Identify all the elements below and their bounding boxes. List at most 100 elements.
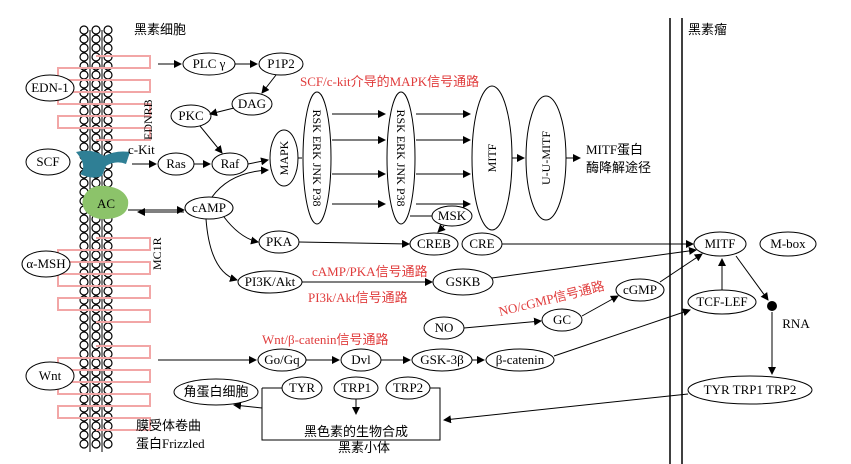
membrane-lipid-head	[103, 178, 113, 188]
svg-text:U-U-MITF: U-U-MITF	[539, 131, 553, 185]
arrow-pkc-raf	[199, 125, 223, 154]
svg-text:cGMP: cGMP	[623, 282, 657, 297]
mc1r-label: MC1R	[150, 237, 164, 270]
membrane-lipid-head	[91, 79, 101, 89]
node-tyr-trp1-trp2: TYR TRP1 TRP2	[687, 375, 813, 405]
membrane-lipid-head	[91, 331, 101, 341]
svg-text:PI3K/Akt: PI3K/Akt	[245, 274, 296, 289]
membrane-lipid-head	[103, 385, 113, 395]
svg-text:TRP1: TRP1	[341, 380, 371, 395]
node-rna: RNA	[767, 301, 810, 331]
svg-text:SCF: SCF	[36, 154, 59, 169]
node-trp2: TRP2	[385, 376, 431, 400]
membrane-lipid-head	[91, 142, 101, 152]
membrane-lipid-head	[91, 313, 101, 323]
svg-text:β-catenin: β-catenin	[496, 352, 545, 367]
melanosome-box	[261, 387, 441, 441]
membrane-lipid-head	[79, 34, 89, 44]
membrane-lipid-head	[79, 52, 89, 62]
svg-text:PKC: PKC	[178, 108, 203, 123]
membrane-lipid-head	[79, 430, 89, 440]
arrow-no-gc	[463, 317, 542, 329]
ac-enzyme: AC	[82, 185, 129, 220]
membrane-lipid-head	[103, 169, 113, 179]
svg-text:GC: GC	[553, 312, 571, 327]
membrane-lipid-head	[103, 430, 113, 440]
membrane-lipid-head	[103, 79, 113, 89]
membrane-lipid-head	[91, 358, 101, 368]
membrane-lipid-head	[79, 70, 89, 80]
node-mapk: MAPK	[269, 129, 299, 187]
svg-text:RNA: RNA	[782, 316, 810, 331]
membrane-lipid-head	[79, 115, 89, 125]
membrane-lipid-head	[79, 385, 89, 395]
membrane-lipid-head	[91, 277, 101, 287]
node-rsk-2: RSK ERK JNK P38	[386, 91, 416, 225]
ligand-wnt: Wnt	[25, 361, 75, 391]
membrane-lipid-head	[91, 106, 101, 116]
membrane-lipid-head	[91, 25, 101, 35]
arrow-dag-pkc	[209, 107, 235, 117]
membrane-lipid-head	[103, 277, 113, 287]
arrow-pka-creb	[298, 239, 410, 248]
node-msk: MSK	[431, 205, 473, 227]
node-trp1: TRP1	[333, 376, 379, 400]
node-pkc: PKC	[170, 104, 212, 128]
mitf-degradation-label-1: MITF蛋白	[586, 142, 643, 157]
melanin-synthesis-label: 黑色素的生物合成	[304, 424, 408, 439]
node-camp: cAMP	[184, 196, 234, 220]
svg-text:α-MSH: α-MSH	[26, 256, 65, 271]
node-dvl: Dvl	[340, 348, 382, 372]
membrane-lipid-head	[103, 223, 113, 233]
melanoma-label: 黑素瘤	[688, 22, 727, 37]
node-mitf: MITF	[693, 231, 747, 257]
svg-text:GSKB: GSKB	[446, 274, 481, 289]
svg-text:NO: NO	[435, 320, 454, 335]
arrow-mitf-rna	[735, 255, 769, 301]
svg-text:PLC γ: PLC γ	[193, 56, 226, 71]
svg-text:TRP2: TRP2	[393, 380, 423, 395]
svg-text:PKA: PKA	[266, 234, 293, 249]
membrane-lipid-head	[91, 430, 101, 440]
node-plcg: PLC γ	[182, 52, 236, 76]
membrane-lipid-head	[91, 241, 101, 251]
membrane-lipid-head	[79, 106, 89, 116]
mapk-pathway-title: SCF/c-kit介导的MAPK信号通路	[300, 74, 479, 89]
svg-text:CRE: CRE	[469, 236, 494, 251]
arrow-msk-creb	[437, 224, 446, 233]
node-gc: GC	[541, 308, 583, 332]
svg-text:TYR TRP1 TRP2: TYR TRP1 TRP2	[704, 382, 797, 397]
membrane-lipid-head	[91, 439, 101, 449]
membrane-lipid-head	[79, 340, 89, 350]
membrane-lipid-head	[103, 439, 113, 449]
node-raf: Raf	[211, 152, 249, 176]
arrow-camp-mapk	[211, 166, 269, 198]
node-pi3k: PI3K/Akt	[237, 270, 303, 294]
membrane-lipid-head	[91, 43, 101, 53]
membrane-lipid-head	[79, 223, 89, 233]
ac-label: AC	[97, 196, 115, 211]
node-creb: CREB	[409, 232, 459, 256]
membrane-lipid-head	[103, 322, 113, 332]
pi3k-akt-pathway-title: PI3k/Akt信号通路	[308, 290, 408, 305]
ckit-label: c-Kit	[128, 142, 155, 157]
camp-pka-pathway-title: cAMP/PKA信号通路	[312, 264, 428, 279]
membrane-lipid-head	[79, 133, 89, 143]
mitf-degradation-label-2: 酶降解途径	[586, 160, 651, 175]
svg-text:Wnt: Wnt	[39, 368, 62, 383]
membrane-lipid-head	[79, 439, 89, 449]
membrane-lipid-head	[103, 25, 113, 35]
svg-text:cAMP: cAMP	[192, 200, 226, 215]
node-no: NO	[423, 316, 465, 340]
svg-text:Dvl: Dvl	[351, 352, 371, 367]
membrane-lipid-head	[79, 142, 89, 152]
svg-text:RSK ERK JNK P38: RSK ERK JNK P38	[310, 109, 324, 206]
membrane-lipid-head	[79, 313, 89, 323]
node-beta-catenin: β-catenin	[485, 348, 555, 372]
membrane-lipid-head	[91, 34, 101, 44]
svg-text:P1P2: P1P2	[267, 56, 294, 71]
wnt-pathway-title: Wnt/β-catenin信号通路	[262, 332, 388, 347]
membrane-lipid-head	[103, 331, 113, 341]
membrane-lipid-head	[103, 286, 113, 296]
membrane-lipid-head	[79, 322, 89, 332]
